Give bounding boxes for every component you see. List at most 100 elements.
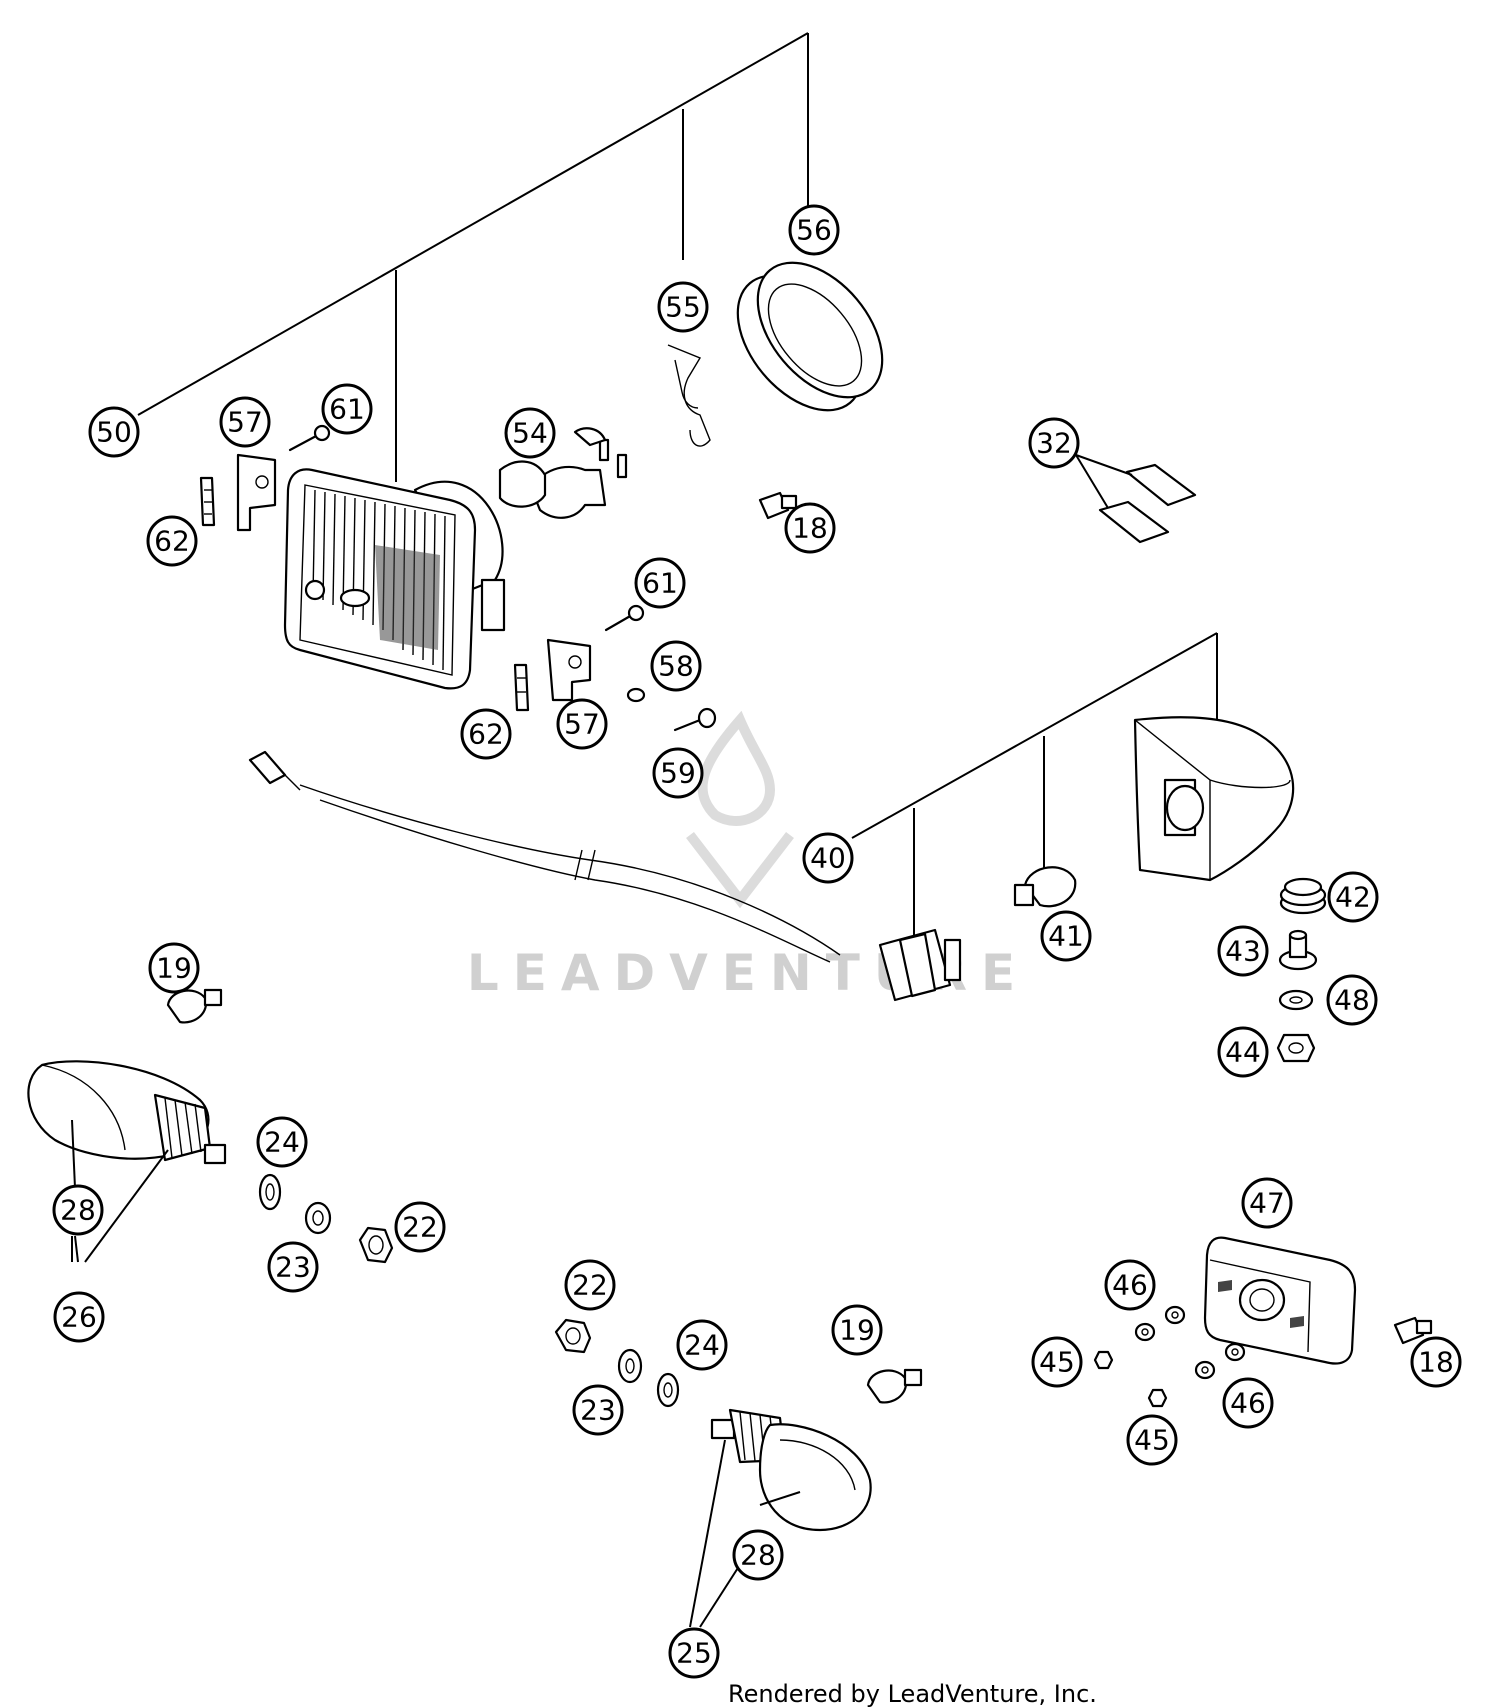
callout-28: 28 bbox=[52, 1184, 104, 1236]
wiring-harness bbox=[248, 750, 841, 963]
callout-57: 57 bbox=[556, 698, 608, 750]
callout-ring bbox=[1126, 1414, 1178, 1466]
callout-ring bbox=[802, 832, 854, 884]
callout-number: 40 bbox=[810, 842, 846, 875]
callout-ring bbox=[556, 698, 608, 750]
callout-ring bbox=[1040, 910, 1092, 962]
callout-ring bbox=[788, 204, 840, 256]
callout-22: 22 bbox=[564, 1259, 616, 1311]
callout-number: 28 bbox=[60, 1194, 96, 1227]
callout-number: 58 bbox=[658, 650, 694, 683]
callout-18: 18 bbox=[1410, 1336, 1462, 1388]
callout-18: 18 bbox=[784, 502, 836, 554]
callout-number: 61 bbox=[642, 567, 678, 600]
turn-signal-right bbox=[710, 1408, 872, 1532]
callout-46: 46 bbox=[1222, 1377, 1274, 1429]
callout-24: 24 bbox=[676, 1319, 728, 1371]
callout-ring bbox=[634, 557, 686, 609]
headlight-bulb bbox=[498, 427, 628, 519]
callout-number: 41 bbox=[1048, 920, 1084, 953]
callout-ring bbox=[668, 1627, 720, 1679]
callout-ring bbox=[53, 1291, 105, 1343]
callout-61: 61 bbox=[634, 557, 686, 609]
callout-number: 23 bbox=[580, 1394, 616, 1427]
bracket-top bbox=[199, 424, 331, 532]
tail-fasteners bbox=[1276, 877, 1327, 1063]
callout-ring bbox=[564, 1259, 616, 1311]
callout-ring bbox=[148, 942, 200, 994]
callout-43: 43 bbox=[1217, 925, 1269, 977]
callout-58: 58 bbox=[650, 640, 702, 692]
callout-number: 46 bbox=[1230, 1387, 1266, 1420]
callout-19: 19 bbox=[831, 1304, 883, 1356]
headlight-ring bbox=[736, 261, 884, 412]
callout-25: 25 bbox=[668, 1627, 720, 1679]
headlight-housing bbox=[283, 468, 506, 690]
callout-ring bbox=[52, 1184, 104, 1236]
callout-ring bbox=[1217, 1026, 1269, 1078]
callout-26: 26 bbox=[53, 1291, 105, 1343]
lower-fasteners bbox=[554, 1318, 680, 1408]
callout-ring bbox=[831, 1304, 883, 1356]
callout-ring bbox=[732, 1529, 784, 1581]
callout-number: 59 bbox=[660, 757, 696, 790]
callout-ring bbox=[504, 407, 556, 459]
callout-32: 32 bbox=[1028, 417, 1080, 469]
license-fasteners bbox=[1093, 1305, 1246, 1408]
callout-ring bbox=[1410, 1336, 1462, 1388]
callout-ring bbox=[572, 1384, 624, 1436]
callout-24: 24 bbox=[256, 1116, 308, 1168]
callout-ring bbox=[219, 396, 271, 448]
callout-number: 18 bbox=[792, 512, 828, 545]
callout-62: 62 bbox=[460, 708, 512, 760]
callout-50: 50 bbox=[88, 406, 140, 458]
callout-number: 44 bbox=[1225, 1036, 1261, 1069]
bulb-spring-clip bbox=[667, 344, 711, 447]
callout-45: 45 bbox=[1031, 1336, 1083, 1388]
callout-54: 54 bbox=[504, 407, 556, 459]
callout-number: 48 bbox=[1334, 984, 1370, 1017]
callout-62: 62 bbox=[146, 515, 198, 567]
turn-bulb-right bbox=[866, 1368, 923, 1404]
callout-number: 26 bbox=[61, 1301, 97, 1334]
callout-number: 55 bbox=[665, 291, 701, 324]
callout-number: 24 bbox=[684, 1329, 720, 1362]
callout-number: 56 bbox=[796, 214, 832, 247]
callout-ring bbox=[460, 708, 512, 760]
callout-number: 43 bbox=[1225, 935, 1261, 968]
callout-41: 41 bbox=[1040, 910, 1092, 962]
callout-number: 42 bbox=[1335, 881, 1371, 914]
callout-ring bbox=[657, 281, 709, 333]
turn-signal-left-leaders bbox=[71, 1119, 169, 1263]
callout-number: 23 bbox=[275, 1251, 311, 1284]
callout-57: 57 bbox=[219, 396, 271, 448]
callout-ring bbox=[784, 502, 836, 554]
callout-45: 45 bbox=[1126, 1414, 1178, 1466]
callout-19: 19 bbox=[148, 942, 200, 994]
callout-55: 55 bbox=[657, 281, 709, 333]
taillight-housing bbox=[1133, 716, 1295, 882]
small-bulb-right bbox=[1393, 1316, 1433, 1345]
callout-47: 47 bbox=[1241, 1177, 1293, 1229]
callout-number: 45 bbox=[1134, 1424, 1170, 1457]
callout-ring bbox=[146, 515, 198, 567]
callout-ring bbox=[652, 747, 704, 799]
headlight-group-leaders bbox=[137, 32, 809, 482]
callout-46: 46 bbox=[1104, 1259, 1156, 1311]
callout-number: 57 bbox=[564, 708, 600, 741]
callout-number: 46 bbox=[1112, 1269, 1148, 1302]
callout-ring bbox=[256, 1116, 308, 1168]
callout-59: 59 bbox=[652, 747, 704, 799]
callout-ring bbox=[1222, 1377, 1274, 1429]
callout-number: 18 bbox=[1418, 1346, 1454, 1379]
watermark-flame-icon bbox=[697, 710, 776, 826]
callout-number: 25 bbox=[676, 1637, 712, 1670]
taillight-group-leaders bbox=[851, 632, 1218, 955]
callout-ring bbox=[88, 406, 140, 458]
callout-ring bbox=[394, 1201, 446, 1253]
license-light bbox=[1203, 1236, 1357, 1365]
callout-23: 23 bbox=[572, 1384, 624, 1436]
callout-number: 22 bbox=[572, 1269, 608, 1302]
